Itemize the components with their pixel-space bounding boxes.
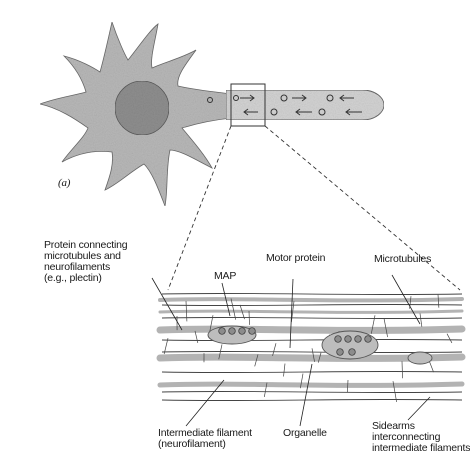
motor-protein — [355, 336, 362, 343]
leader-protein-connecting — [152, 278, 182, 330]
intermediate-filament — [162, 339, 462, 340]
sidearm — [186, 301, 187, 321]
sidearm — [402, 361, 403, 378]
label-intermediate-filament: Intermediate filament (neurofilament) — [158, 428, 252, 450]
panel-label: (a) — [58, 178, 70, 189]
motor-protein — [349, 349, 356, 356]
sidearm — [420, 313, 422, 327]
sidearm — [438, 295, 439, 308]
sidearm — [284, 364, 285, 377]
motor-protein — [219, 328, 226, 335]
motor-protein — [335, 336, 342, 343]
label-sidearms: Sidearms interconnecting intermediate fi… — [372, 421, 470, 454]
microtubule — [160, 311, 462, 312]
motor-protein — [239, 328, 246, 335]
motor-protein — [345, 336, 352, 343]
intermediate-filament — [162, 293, 462, 294]
label-motor-protein: Motor protein — [266, 253, 325, 264]
microtubule — [160, 384, 462, 385]
axon — [226, 90, 384, 120]
sidearm — [447, 334, 452, 343]
label-protein-connecting: Protein connecting microtubules and neur… — [44, 240, 127, 284]
motor-protein — [249, 328, 256, 335]
sidearm — [347, 380, 348, 393]
microtubule — [160, 329, 462, 330]
motor-protein — [229, 328, 236, 335]
motor-protein — [337, 349, 344, 356]
intermediate-filament — [162, 391, 462, 392]
motor-protein — [365, 336, 372, 343]
organelle — [408, 352, 432, 364]
cytoskeleton-detail — [160, 293, 462, 402]
sidearm — [429, 360, 434, 372]
leader-sidearms — [408, 397, 430, 420]
label-map: MAP — [214, 271, 236, 282]
intermediate-filament — [162, 371, 462, 372]
sidearm — [273, 343, 276, 356]
nucleus — [115, 81, 169, 135]
label-organelle: Organelle — [283, 428, 327, 439]
sidearm — [231, 299, 236, 320]
label-microtubules: Microtubules — [374, 254, 431, 265]
sidearm — [249, 311, 250, 325]
intermediate-filament — [162, 304, 462, 305]
leader-intermediate-filament — [186, 380, 224, 426]
leader-organelle — [300, 364, 312, 426]
zoom-line-right — [265, 126, 460, 290]
microtubule — [160, 299, 462, 300]
